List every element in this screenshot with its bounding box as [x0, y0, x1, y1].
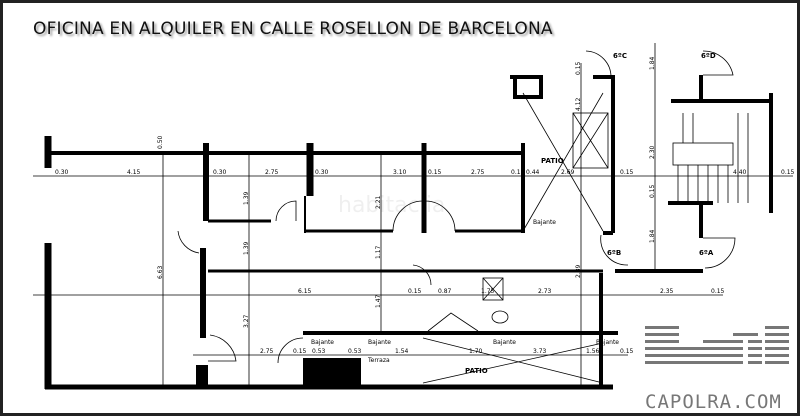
- unit-label-6d: 6ºD: [701, 52, 716, 60]
- unit-label-6a: 6ºA: [699, 249, 714, 257]
- dim-label: 0.87: [438, 288, 452, 295]
- dim-label: 0.15: [293, 348, 307, 355]
- dim-label: 2.75: [265, 169, 279, 176]
- dim-label: 0.15: [649, 184, 656, 198]
- dim-label: 1.54: [395, 348, 409, 355]
- dim-label: 0.15: [408, 288, 422, 295]
- bajante-label: Bajante: [311, 339, 334, 346]
- room-label-patio-top: PATIO: [541, 157, 564, 165]
- dim-label: 2.75: [260, 348, 274, 355]
- dim-label: 1.75: [481, 288, 495, 295]
- dimensions-top: 0.30 4.15 0.30 2.75 0.30 3.10 0.15 2.75 …: [55, 169, 795, 176]
- dim-label: 1.39: [243, 241, 250, 255]
- dim-label: 2.21: [375, 195, 382, 209]
- bajante-label: Bajante: [368, 339, 391, 346]
- dim-label: 0.53: [312, 348, 326, 355]
- dim-label: 0.30: [55, 169, 69, 176]
- dim-label: 4.12: [575, 97, 582, 111]
- dim-label: 1.39: [243, 191, 250, 205]
- dimensions-bottom: 2.75 0.15 0.53 0.53 1.54 1.70 3.73 1.56 …: [260, 348, 634, 355]
- unit-label-6c: 6ºC: [613, 52, 627, 60]
- dim-label: 0.53: [348, 348, 362, 355]
- unit-label-6b: 6ºB: [607, 249, 621, 257]
- room-label-patio-bottom: PATIO: [465, 367, 488, 375]
- dim-label: 2.30: [649, 145, 656, 159]
- dim-label: 0.15: [575, 61, 582, 75]
- dim-label: 0.15: [711, 288, 725, 295]
- dim-label: 2.69: [561, 169, 575, 176]
- dim-label: 3.27: [243, 314, 250, 328]
- dim-label: 6.15: [298, 288, 312, 295]
- page-title: OFICINA EN ALQUILER EN CALLE ROSELLON DE…: [33, 19, 553, 39]
- dim-label: 1.70: [469, 348, 483, 355]
- dim-label: 4.40: [733, 169, 747, 176]
- bajante-label: Bajante: [596, 339, 619, 346]
- floor-plan: PATIO PATIO Terraza 6ºA 6ºB 6ºC 6ºD Baja…: [33, 43, 795, 390]
- dim-label: 0.15: [511, 169, 525, 176]
- bajante-label: Bajante: [493, 339, 516, 346]
- watermark: habitaclia: [338, 193, 446, 218]
- dimensions-vertical: 0.50 1.39 1.39 6.63 2.21 1.17 4.12 0.15 …: [157, 56, 656, 328]
- dim-label: 1.47: [375, 294, 382, 308]
- dim-label: 2.73: [538, 288, 552, 295]
- room-label-terraza: Terraza: [367, 357, 390, 364]
- dim-label: 3.10: [393, 169, 407, 176]
- dim-label: 0.44: [526, 169, 540, 176]
- dim-label: 0.15: [781, 169, 795, 176]
- dim-label: 0.15: [620, 169, 634, 176]
- dim-label: 0.30: [315, 169, 329, 176]
- dim-label: 1.17: [375, 245, 382, 259]
- dim-label: 1.84: [649, 229, 656, 243]
- bajante-label: Bajante: [533, 219, 556, 226]
- capolra-logo-icon: [645, 326, 789, 364]
- construction-lines: [33, 43, 793, 387]
- dim-label: 0.15: [428, 169, 442, 176]
- dim-label: 0.30: [213, 169, 227, 176]
- logo-text: CAPOLRA.COM: [645, 391, 782, 413]
- dim-label: 4.15: [127, 169, 141, 176]
- dim-label: 1.56: [586, 348, 600, 355]
- dimensions-middle: 6.15 0.15 0.87 1.75 2.73 2.35 0.15: [298, 288, 725, 295]
- dim-label: 1.84: [649, 56, 656, 70]
- dim-label: 2.35: [660, 288, 674, 295]
- dim-label: 2.75: [471, 169, 485, 176]
- dim-label: 0.15: [620, 348, 634, 355]
- walls: [44, 75, 773, 390]
- dim-label: 3.73: [533, 348, 547, 355]
- dim-label: 0.50: [157, 135, 164, 149]
- dim-label: 2.89: [575, 264, 582, 278]
- dim-label: 6.63: [157, 265, 164, 279]
